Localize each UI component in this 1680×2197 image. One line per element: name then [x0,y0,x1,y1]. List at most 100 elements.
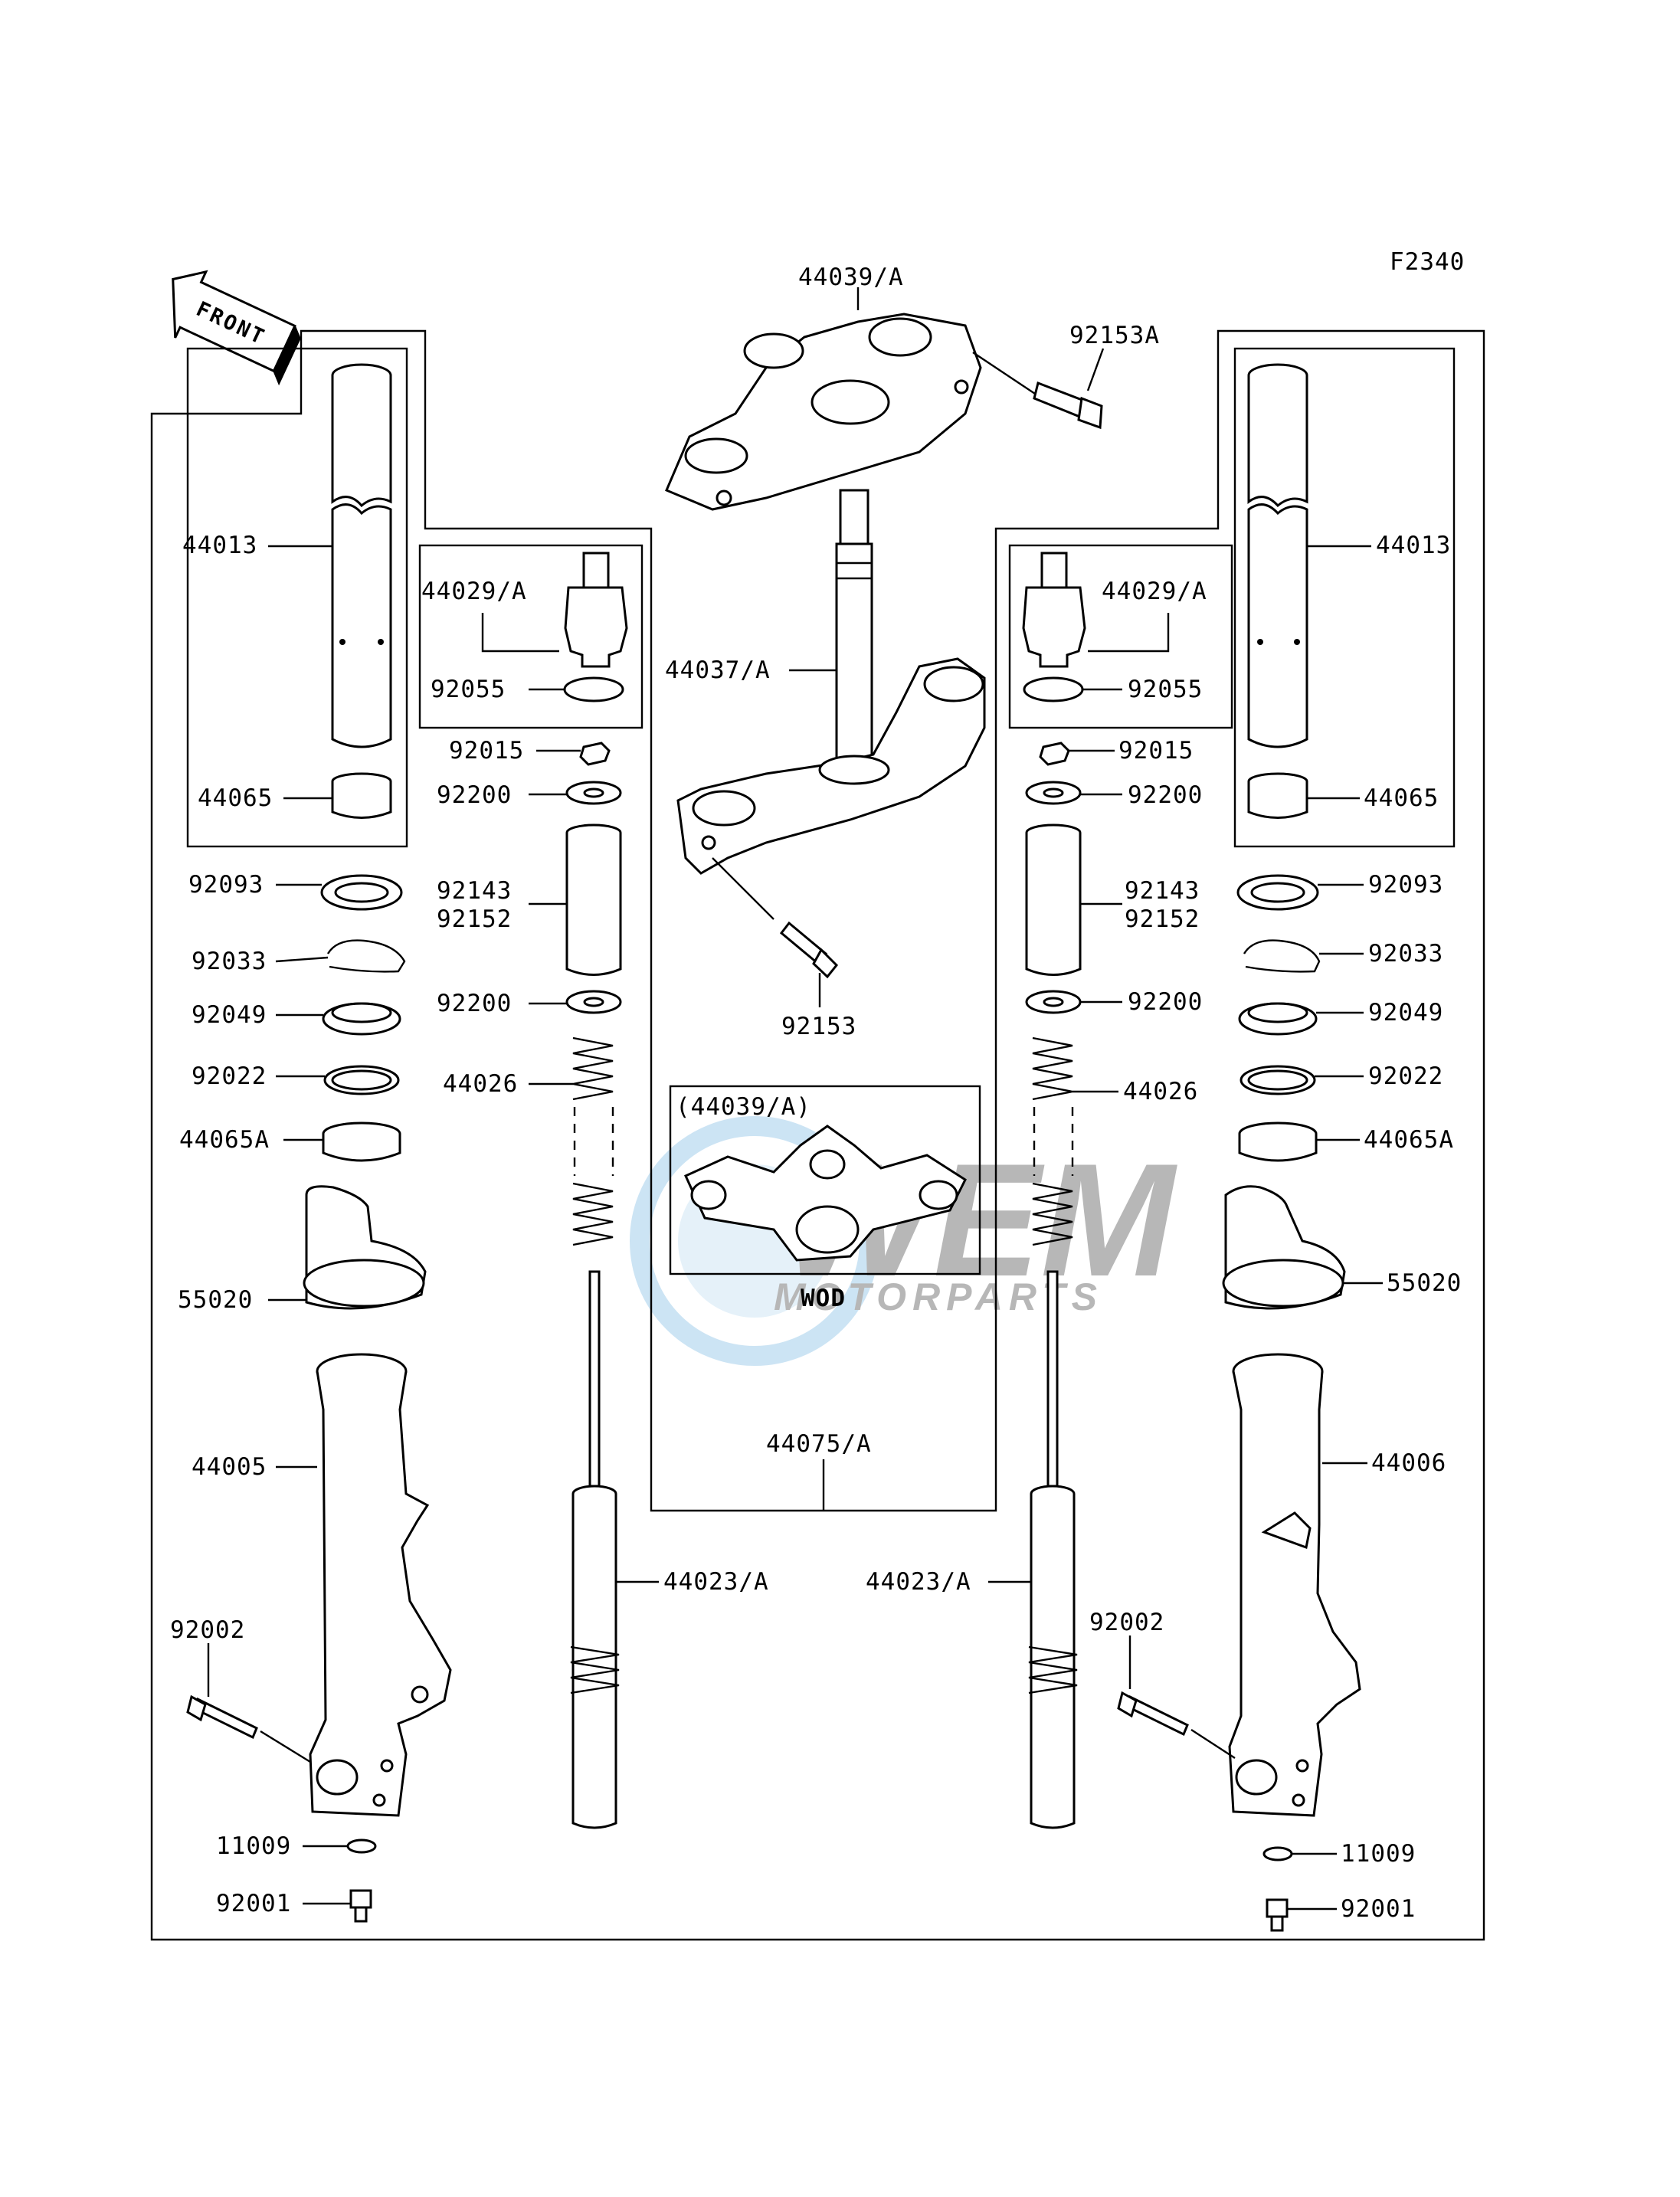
label-spring-left: 44026 [443,1070,518,1098]
label-stem: 44037/A [665,656,771,684]
label-bush-bottom-right: 44065A [1364,1126,1454,1154]
right-cap-box [1008,544,1233,729]
right-tube-box [1233,347,1456,848]
watermark-tagline: MOTORPARTS [774,1275,1103,1318]
label-oring-right: 92055 [1128,676,1203,703]
label-outer-left: 44005 [192,1453,267,1481]
label-spring-right: 44026 [1123,1078,1198,1105]
label-ring-left: 92033 [192,948,267,975]
label-spacer-b-left: 92152 [437,905,512,933]
upper-bracket [665,313,982,511]
lower-bolt [712,857,839,979]
right-gasket [1262,1846,1293,1861]
right-dust-seal [1236,874,1319,911]
label-spacer-a-left: 92143 [437,877,512,905]
right-nut [1039,742,1070,766]
label-drain-bolt-left: 92001 [216,1890,291,1917]
label-washer-top-left: 92200 [437,781,512,809]
left-guard [303,1185,427,1310]
inset-variant: WOD [801,1285,846,1312]
label-upper-bracket: 44039/A [798,264,904,291]
left-drain-bolt [349,1889,372,1923]
right-bushing-bottom [1238,1121,1318,1162]
lower-bracket [676,657,986,875]
left-frame [150,329,1485,1941]
label-washer2-left: 92022 [192,1062,267,1090]
left-oring [563,676,624,702]
label-assy: 44075/A [766,1430,872,1458]
right-guard [1222,1185,1346,1310]
right-spacer [1025,823,1082,976]
label-oil-seal-right: 92049 [1368,999,1443,1026]
label-washer-top-right: 92200 [1128,781,1203,809]
left-tube-box [186,347,408,848]
label-cap-right: 44029/A [1102,578,1207,605]
label-fork-tube-left: 44013 [182,532,257,559]
inset-title: (44039/A) [676,1093,811,1121]
right-axle-bolt [1117,1691,1236,1760]
right-washer [1240,1065,1316,1095]
label-dust-seal-left: 92093 [188,871,264,899]
inset-box [669,1085,981,1275]
steering-stem [835,489,873,768]
left-washer-bottom [565,990,622,1014]
front-arrow-icon: FRONT [172,270,301,386]
label-cylinder-right: 44023/A [866,1568,971,1596]
right-washer-top [1025,781,1082,805]
label-dust-seal-right: 92093 [1368,871,1443,899]
right-spring [1032,1036,1074,1246]
label-nut-left: 92015 [449,737,524,765]
label-spacer-b-right: 92152 [1125,905,1200,933]
left-fork-cap [564,552,628,668]
left-spring [572,1036,614,1246]
label-washer-bottom-right: 92200 [1128,988,1203,1016]
left-nut [579,742,611,766]
left-axle-bolt [186,1694,311,1763]
right-cylinder [1028,1270,1078,1829]
label-drain-bolt-right: 92001 [1341,1895,1416,1923]
inset-bracket [684,1125,967,1262]
left-dust-seal [320,874,403,911]
right-bushing-top [1247,772,1308,819]
label-axle-bolt-right: 92002 [1089,1609,1164,1636]
right-outer-tube [1228,1353,1361,1817]
label-ring-right: 92033 [1368,940,1443,968]
right-fork-cap [1022,552,1086,668]
label-bush-bottom-left: 44065A [179,1126,270,1154]
label-washer-bottom-left: 92200 [437,990,512,1017]
left-washer [323,1065,400,1095]
label-oil-seal-left: 92049 [192,1001,267,1029]
diagram-code: F2340 [1390,248,1465,276]
left-washer-top [565,781,622,805]
label-fork-tube-right: 44013 [1376,532,1451,559]
left-oil-seal [322,1002,401,1036]
label-outer-right: 44006 [1371,1449,1446,1477]
right-oring [1023,676,1084,702]
left-ring [326,939,406,973]
left-fork-tube [331,363,392,748]
label-nut-right: 92015 [1118,737,1194,765]
right-oil-seal [1238,1002,1318,1036]
part-labels: 44039/A 92153A 44013 44013 44029/A 44029… [170,264,1461,1923]
right-drain-bolt [1266,1898,1289,1932]
label-axle-bolt-left: 92002 [170,1616,245,1644]
right-ring [1243,939,1321,973]
label-gasket-right: 11009 [1341,1840,1416,1868]
label-lower-bolt: 92153 [781,1013,856,1040]
label-cylinder-left: 44023/A [663,1568,769,1596]
left-outer-tube [309,1353,452,1817]
label-guard-left: 55020 [178,1286,253,1314]
label-spacer-a-right: 92143 [1125,877,1200,905]
right-washer-bottom [1025,990,1082,1014]
label-washer2-right: 92022 [1368,1062,1443,1090]
left-spacer [565,823,622,976]
right-fork-tube [1247,363,1308,748]
label-bush-top-right: 44065 [1364,784,1439,812]
label-bush-top-left: 44065 [198,784,273,812]
label-oring-left: 92055 [431,676,506,703]
left-cylinder [570,1270,620,1829]
leader-lines [207,287,1383,1911]
left-bushing-bottom [322,1121,401,1162]
left-gasket [346,1838,377,1854]
